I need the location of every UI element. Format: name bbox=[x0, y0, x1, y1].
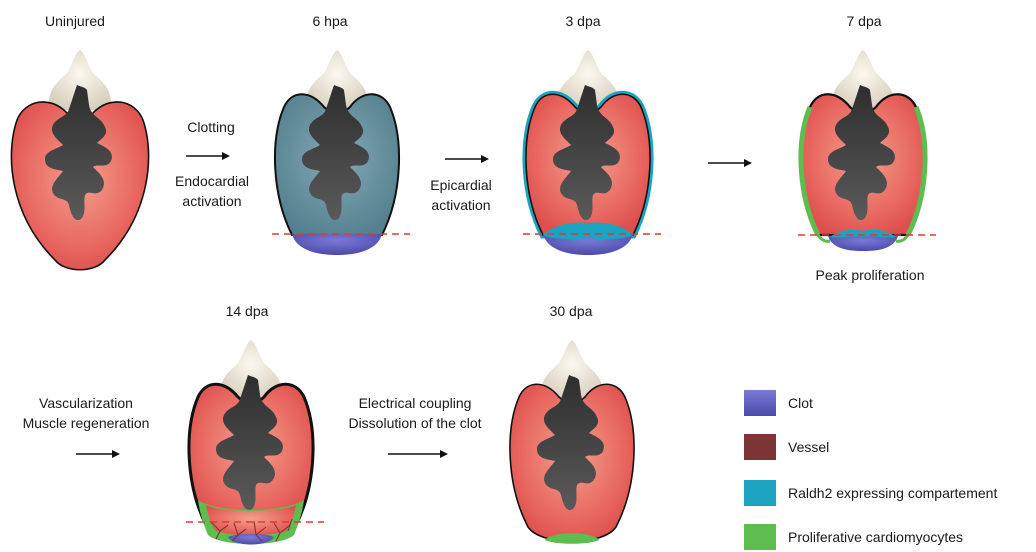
transition-1-line1: Clotting bbox=[187, 118, 234, 136]
heart-14dpa bbox=[176, 335, 326, 550]
legend-label-raldh2: Raldh2 expressing compartement bbox=[788, 484, 997, 502]
arrow-5 bbox=[388, 448, 448, 460]
arrow-3 bbox=[708, 157, 752, 169]
stage-title-30dpa: 30 dpa bbox=[550, 302, 593, 320]
transition-4-line1: Vascularization bbox=[39, 394, 133, 412]
legend-label-vessel: Vessel bbox=[788, 438, 829, 456]
legend-swatch-clot bbox=[744, 390, 776, 416]
transition-5-line2: Dissolution of the clot bbox=[348, 414, 481, 432]
stage-title-14dpa: 14 dpa bbox=[226, 302, 269, 320]
transition-2-line2: activation bbox=[431, 196, 490, 214]
clot bbox=[828, 236, 898, 251]
heart-30dpa bbox=[497, 335, 647, 550]
heart-uninjured bbox=[5, 45, 155, 280]
stage-title-3dpa: 3 dpa bbox=[565, 12, 600, 30]
legend-label-clot: Clot bbox=[788, 394, 813, 412]
legend-swatch-vessel bbox=[744, 434, 776, 460]
transition-2-line1: Epicardial bbox=[430, 176, 491, 194]
clot bbox=[292, 234, 382, 255]
heart-6hpa bbox=[262, 45, 412, 260]
heart-7dpa bbox=[788, 45, 938, 260]
transition-4-line2: Muscle regeneration bbox=[23, 414, 150, 432]
transition-1-line2: Endocardial bbox=[175, 172, 249, 190]
legend-swatch-proliferative bbox=[744, 524, 776, 550]
stage-title-uninjured: Uninjured bbox=[45, 12, 105, 30]
arrow-2 bbox=[445, 153, 489, 165]
transition-1-line3: activation bbox=[182, 192, 241, 210]
stage-caption-peak-proliferation: Peak proliferation bbox=[816, 266, 925, 284]
stage-title-6hpa: 6 hpa bbox=[312, 12, 347, 30]
arrow-4 bbox=[76, 448, 120, 460]
legend-label-proliferative: Proliferative cardiomyocytes bbox=[788, 528, 963, 546]
heart-3dpa bbox=[513, 45, 663, 260]
arrow-1 bbox=[186, 150, 230, 162]
transition-5-line1: Electrical coupling bbox=[359, 394, 472, 412]
stage-title-7dpa: 7 dpa bbox=[846, 12, 881, 30]
legend-swatch-raldh2 bbox=[744, 480, 776, 506]
